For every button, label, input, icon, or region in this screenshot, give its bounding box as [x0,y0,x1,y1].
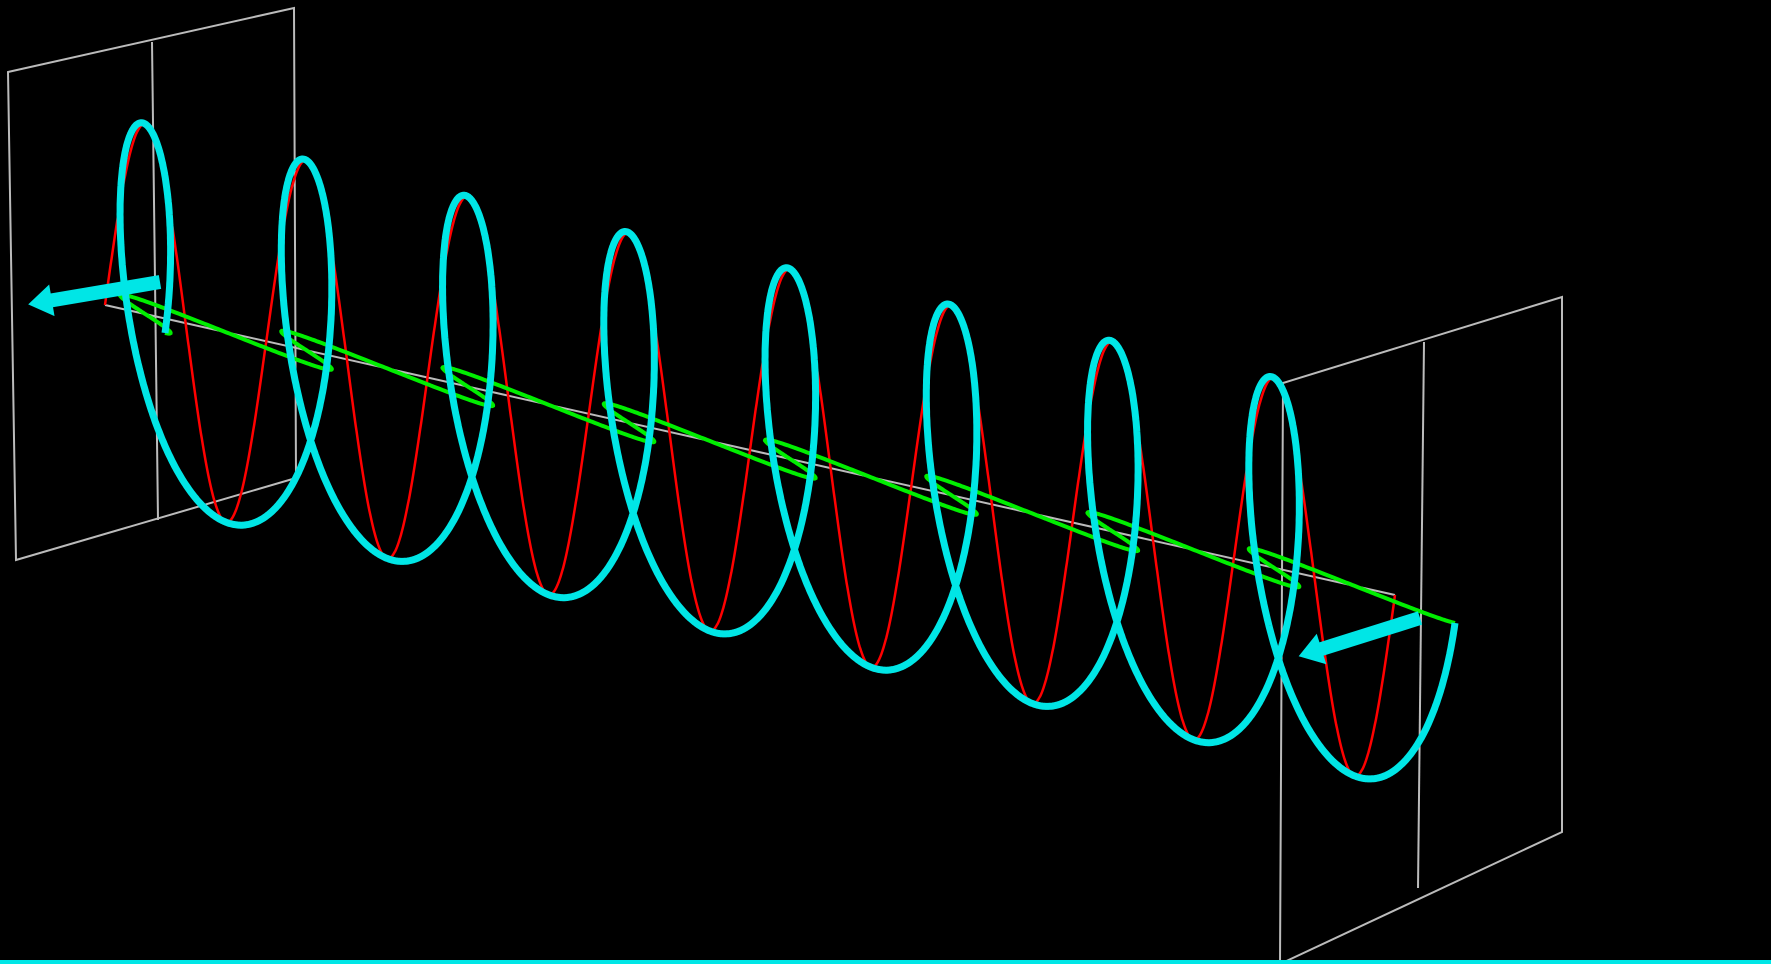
vertical-component-wave [105,124,1395,776]
bottom-border-strip [0,960,1771,964]
start-arrow-head [28,285,54,317]
end-arrow-shaft [1312,618,1420,652]
circular-polarization-helix [120,123,1455,779]
reference-frames [8,8,1562,964]
helix-path [120,123,1455,779]
vertical-wave-path [105,124,1395,776]
